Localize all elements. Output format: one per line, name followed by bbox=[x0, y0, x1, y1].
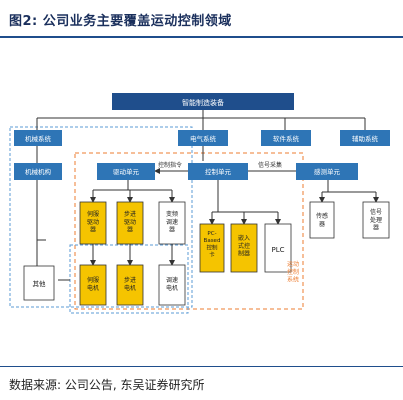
vfd-motor-label: 调速电机 bbox=[166, 276, 178, 292]
vfd-box bbox=[158, 201, 186, 245]
stepper-motor-label: 步进电机 bbox=[124, 276, 136, 292]
mechanical-system-label: 机械系统 bbox=[25, 134, 52, 143]
control-command-label: 控制指令 bbox=[158, 161, 182, 169]
auxiliary-system-label: 辅助系统 bbox=[352, 134, 379, 143]
software-system-box bbox=[261, 130, 311, 146]
smart-manufacturing-label: 智能制造装备 bbox=[182, 98, 224, 107]
servo-drive-label: 伺服驱动器 bbox=[87, 210, 99, 234]
signal-processor-box bbox=[362, 201, 390, 239]
vfd-motor-box bbox=[158, 264, 186, 306]
drive-unit-box bbox=[97, 163, 155, 180]
smart-manufacturing-box bbox=[112, 93, 294, 110]
sensing-unit-box bbox=[296, 163, 358, 180]
plc-label: PLC bbox=[271, 246, 284, 254]
plc-box bbox=[264, 223, 292, 273]
drive-group-boundary bbox=[69, 244, 189, 314]
sensor-box bbox=[309, 201, 335, 239]
other-box bbox=[23, 265, 55, 301]
motion-control-diagram: 智能制造装备 机械系统 电气系统 软件系统 辅助系统 机械机构 驱动单元 控制单… bbox=[9, 93, 390, 314]
drive-unit-label: 驱动单元 bbox=[113, 167, 140, 176]
signal-processor-label: 信号处理器 bbox=[370, 208, 382, 232]
electrical-system-box bbox=[178, 130, 228, 146]
figure-title: 图2: 公司业务主要覆盖运动控制领域 bbox=[9, 14, 232, 29]
electrical-system-label: 电气系统 bbox=[190, 134, 217, 143]
servo-motor-box bbox=[79, 264, 107, 306]
other-label: 其他 bbox=[33, 279, 47, 288]
pc-controller-box bbox=[199, 223, 225, 273]
source-rule bbox=[0, 366, 403, 367]
stepper-drive-box bbox=[116, 201, 144, 245]
vfd-label: 变频调速器 bbox=[166, 210, 178, 234]
signal-collect-label: 信号采集 bbox=[258, 161, 282, 169]
mechanism-box bbox=[14, 163, 62, 180]
control-unit-box bbox=[188, 163, 248, 180]
stepper-motor-box bbox=[116, 264, 144, 306]
embedded-controller-label: 嵌入式控制器 bbox=[238, 235, 250, 258]
connectors bbox=[36, 110, 379, 281]
sensing-unit-label: 感测单元 bbox=[314, 167, 341, 176]
servo-drive-box bbox=[79, 201, 107, 245]
mechanism-label: 机械机构 bbox=[25, 167, 52, 176]
embedded-controller-box bbox=[230, 223, 258, 273]
software-system-label: 软件系统 bbox=[273, 134, 300, 143]
title-bar: 图2: 公司业务主要覆盖运动控制领域 bbox=[0, 0, 403, 38]
motion-control-label: 运动控制系统 bbox=[287, 260, 299, 284]
servo-motor-label: 伺服电机 bbox=[87, 276, 99, 292]
mechanical-group-boundary bbox=[9, 126, 193, 308]
sensor-label: 传感器 bbox=[316, 212, 328, 228]
motion-control-boundary bbox=[74, 152, 304, 310]
title-rule bbox=[0, 36, 403, 38]
auxiliary-system-box bbox=[340, 130, 390, 146]
source-note: 数据来源: 公司公告, 东吴证券研究所 bbox=[9, 378, 205, 392]
control-unit-label: 控制单元 bbox=[205, 167, 232, 176]
stepper-drive-label: 步进驱动器 bbox=[124, 210, 136, 234]
mechanical-system-box bbox=[14, 130, 62, 146]
